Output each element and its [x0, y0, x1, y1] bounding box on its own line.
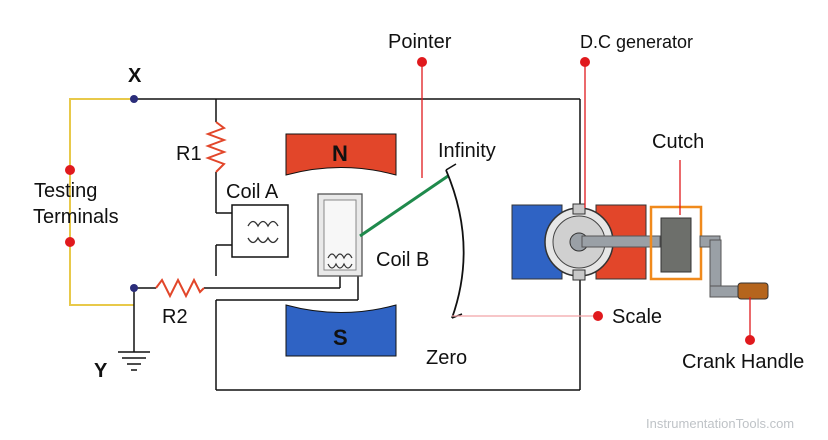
y-terminal-dot: [130, 284, 138, 292]
r1-label: R1: [176, 143, 202, 165]
coil-a: [231, 204, 289, 258]
r2-resistor: [155, 277, 205, 299]
circuit-wires: [133, 98, 581, 391]
x-terminal-label: X: [128, 65, 142, 87]
coil-b-label: Coil B: [376, 249, 429, 271]
infinity-tick: [445, 163, 457, 171]
testing-terminal-leads: [69, 98, 134, 306]
crank-handle: [699, 235, 769, 300]
watermark: InstrumentationTools.com: [646, 416, 794, 431]
ground-symbol: [118, 351, 150, 371]
r1-resistor: [205, 121, 227, 173]
infinity-label: Infinity: [438, 140, 496, 162]
pointer-needle: [359, 174, 449, 238]
clutch: [649, 205, 703, 281]
north-pole: [285, 133, 397, 176]
x-terminal-dot: [130, 95, 138, 103]
callout-dots: [65, 57, 755, 345]
cutch-label: Cutch: [652, 131, 704, 153]
scale-arc: [445, 169, 465, 319]
y-terminal-label: Y: [94, 360, 108, 382]
callout-lines: [421, 62, 751, 340]
testing-terminals-label-1: Testing: [34, 180, 97, 202]
testing-terminals-label-2: Terminals: [33, 206, 119, 228]
north-pole-label: N: [332, 141, 348, 166]
generator-shaft: [581, 235, 661, 248]
coil-b: [317, 193, 363, 277]
south-pole: [285, 304, 397, 357]
r2-label: R2: [162, 306, 188, 328]
scale-label: Scale: [612, 306, 662, 328]
crank-handle-label: Crank Handle: [682, 351, 804, 373]
dc-generator-label: D.C generator: [580, 32, 693, 52]
zero-label: Zero: [426, 347, 467, 369]
coil-a-label: Coil A: [226, 181, 279, 203]
pointer-label: Pointer: [388, 31, 452, 53]
south-pole-label: S: [333, 325, 348, 350]
